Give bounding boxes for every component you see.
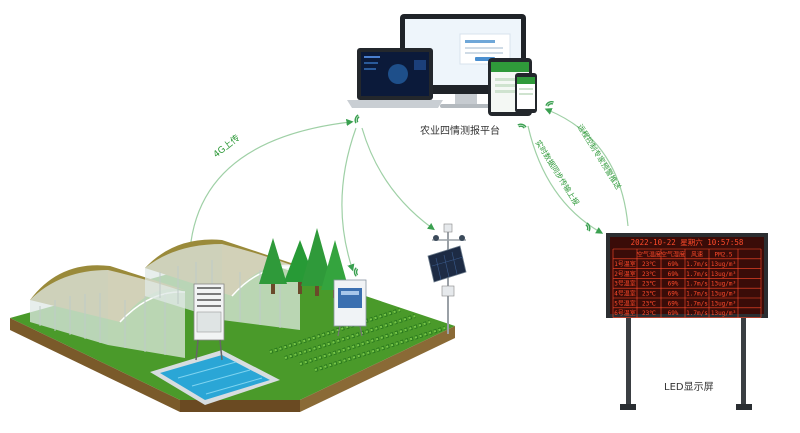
led-data-cell: 1.7m/s — [686, 261, 708, 268]
led-header-cell: 风速 — [691, 251, 703, 258]
led-row-label: 1号温室 — [614, 260, 636, 268]
led-datetime: 2022-10-22 星期六 10:57:58 — [631, 237, 744, 247]
phone-icon — [515, 73, 537, 113]
pine-trees — [259, 228, 349, 298]
led-data-cell: 1.7m/s — [686, 310, 708, 317]
led-screen-label: LED显示屏 — [664, 382, 714, 393]
led-data-cell: 1.7m/s — [686, 291, 708, 298]
led-header-cell: 空气温度 — [637, 250, 661, 258]
link-greenhouse-to-platform — [186, 118, 354, 254]
wifi-signal-icon — [545, 100, 554, 107]
led-data-cell: 1.7m/s — [686, 300, 708, 307]
led-row-label: 4号温室 — [614, 290, 636, 298]
led-data-cell: 69% — [668, 271, 679, 278]
sensor-tower — [193, 283, 225, 361]
led-data-cell: 23℃ — [642, 281, 656, 288]
link-field-to-platform — [341, 127, 357, 272]
led-data-cell: 69% — [668, 281, 679, 288]
led-data-cell: 69% — [668, 300, 679, 307]
led-data-cell: 69% — [668, 261, 679, 268]
led-header-cell: 空气湿度 — [661, 250, 685, 258]
led-data-cell: 23℃ — [642, 271, 656, 278]
led-data-cell: 13ug/m³ — [711, 271, 736, 278]
link-weather-to-platform — [361, 127, 435, 231]
led-row-label: 3号温室 — [614, 280, 636, 288]
water-pond — [150, 350, 280, 405]
platform-label: 农业四情测报平台 — [420, 126, 500, 137]
wifi-signal-icon — [353, 267, 359, 277]
wifi-signal-icon — [517, 123, 527, 129]
link-platform-to-led-remote — [544, 108, 629, 227]
led-data-cell: 23℃ — [642, 310, 656, 317]
led-data-cell: 13ug/m³ — [711, 281, 736, 288]
led-data-cell: 13ug/m³ — [711, 300, 736, 307]
led-data-cell: 1.7m/s — [686, 281, 708, 288]
monitoring-cabinet — [333, 279, 367, 337]
wifi-signal-icon — [585, 222, 591, 232]
led-data-cell: 69% — [668, 310, 679, 317]
led-data-cell: 23℃ — [642, 261, 656, 268]
led-row-label: 2号温室 — [614, 270, 636, 278]
led-data-cell: 13ug/m³ — [711, 291, 736, 298]
led-row-label: 6号温室 — [614, 309, 636, 317]
weather-station — [427, 223, 467, 334]
led-display-board — [606, 233, 768, 410]
led-data-cell: 69% — [668, 291, 679, 298]
led-data-cell: 23℃ — [642, 291, 656, 298]
led-data-cell: 1.7m/s — [686, 271, 708, 278]
wifi-signal-icon — [354, 114, 360, 124]
led-data-cell: 13ug/m³ — [711, 261, 736, 268]
led-data-cell: 23℃ — [642, 300, 656, 307]
led-row-label: 5号温室 — [614, 299, 636, 307]
led-data-cell: 13ug/m³ — [711, 310, 736, 317]
laptop-icon — [347, 48, 443, 108]
led-header-cell: PM2.5 — [714, 251, 732, 258]
